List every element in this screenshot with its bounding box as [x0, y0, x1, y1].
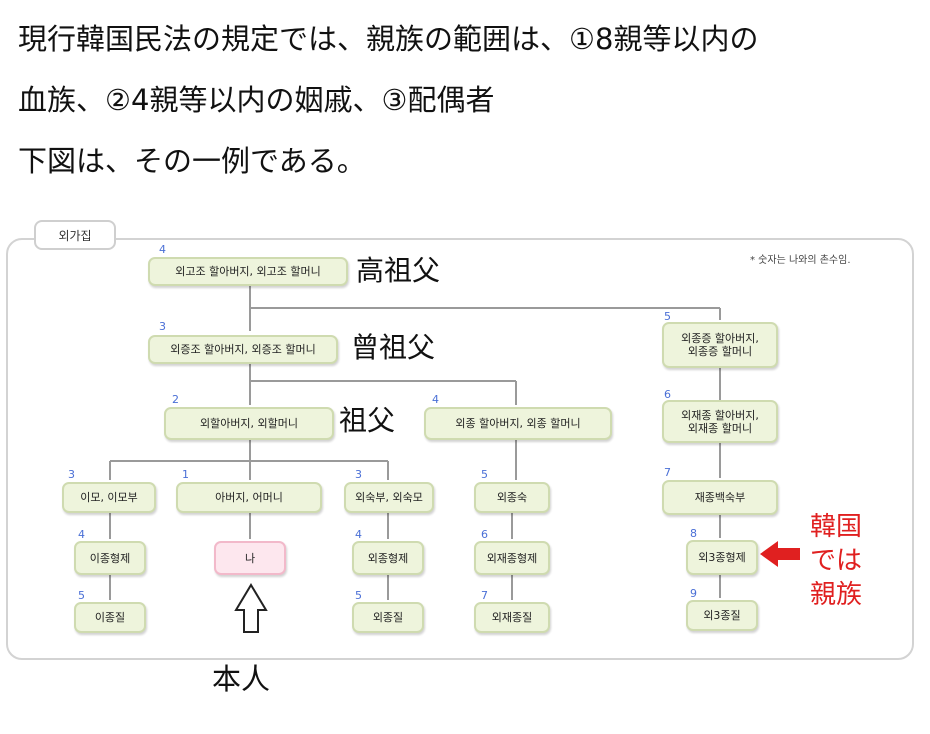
degree-label: 7	[481, 589, 488, 602]
node-mother-cousin-grandchildren: 외재종질	[474, 602, 550, 633]
node-uncle-children: 외종형제	[352, 541, 424, 575]
node-third-cousin-children: 외3종질	[686, 600, 758, 631]
degree-label: 4	[355, 528, 362, 541]
intro-line-1: 現行韓国民法の規定では、親族の範囲は、①8親等以内の	[18, 22, 759, 56]
degree-label: 6	[664, 388, 671, 401]
node-maternal-grandparents: 외할아버지, 외할머니	[164, 407, 334, 440]
diagram-tab: 외가집	[34, 220, 116, 250]
degree-label: 2	[172, 393, 179, 406]
node-uncle: 외숙부, 외숙모	[344, 482, 434, 513]
degree-label: 1	[182, 468, 189, 481]
intro-line-2: 血族、②4親等以内の姻戚、③配偶者	[18, 83, 495, 117]
degree-label: 7	[664, 466, 671, 479]
degree-label: 4	[432, 393, 439, 406]
node-aunt-children: 이종형제	[74, 541, 146, 575]
degree-label: 5	[664, 310, 671, 323]
node-uncle-grandchildren: 외종질	[352, 602, 424, 633]
annotation-korean-relative: 韓国では親族	[809, 512, 862, 610]
degree-label: 4	[159, 243, 166, 256]
degree-label: 4	[78, 528, 85, 541]
node-maternal-grand-uncle-2nd: 외재종 할아버지, 외재종 할머니	[662, 400, 778, 443]
node-maternal-great-grand-uncle: 외종증 할아버지, 외종증 할머니	[662, 322, 778, 368]
node-third-cousins: 외3종형제	[686, 540, 758, 575]
annotation-great-grandfather: 曾祖父	[351, 331, 436, 364]
node-mother-cousin: 외종숙	[474, 482, 550, 513]
degree-label: 5	[481, 468, 488, 481]
degree-label: 3	[159, 320, 166, 333]
up-arrow-icon	[234, 583, 268, 633]
degree-label: 3	[355, 468, 362, 481]
intro-line-3: 下図は、その一例である。	[18, 144, 366, 178]
degree-note: * 숫자는 나와의 촌수임.	[750, 255, 851, 266]
node-parents: 아버지, 어머니	[176, 482, 322, 513]
annotation-self: 本人	[212, 662, 271, 696]
node-maternal-great-great-grandparents: 외고조 할아버지, 외고조 할머니	[148, 257, 348, 286]
degree-label: 5	[78, 589, 85, 602]
node-aunt-grandchildren: 이종질	[74, 602, 146, 633]
left-arrow-icon	[760, 541, 800, 567]
node-maternal-great-grandparents: 외증조 할아버지, 외증조 할머니	[148, 335, 338, 364]
annotation-great-great-grandfather: 高祖父	[356, 254, 441, 287]
degree-label: 8	[690, 527, 697, 540]
diagram-frame	[6, 238, 914, 660]
annotation-grandfather: 祖父	[339, 404, 396, 437]
node-maternal-great-uncle: 외종 할아버지, 외종 할머니	[424, 407, 612, 440]
degree-label: 5	[355, 589, 362, 602]
degree-label: 6	[481, 528, 488, 541]
node-mother-cousin-children: 외재종형제	[474, 541, 550, 575]
degree-label: 9	[690, 587, 697, 600]
node-aunt: 이모, 이모부	[62, 482, 156, 513]
node-self: 나	[214, 541, 286, 575]
degree-label: 3	[68, 468, 75, 481]
node-mother-second-cousin: 재종백숙부	[662, 480, 778, 515]
